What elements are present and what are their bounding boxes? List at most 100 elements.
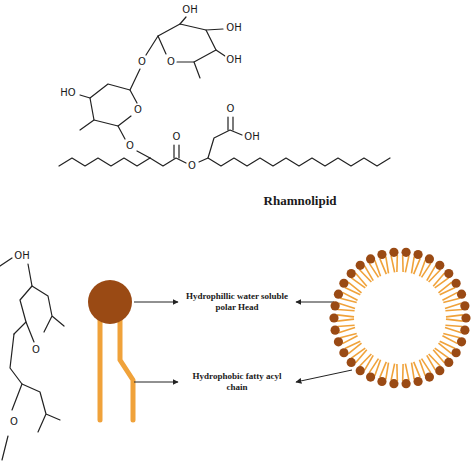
lipid-head <box>339 279 348 288</box>
lipid-tail <box>402 364 404 381</box>
lipid-tail <box>396 364 398 381</box>
lipid-tail <box>380 362 387 378</box>
lipid-head <box>339 348 348 357</box>
lipid-molecule <box>329 313 354 322</box>
atom-label: OH <box>225 55 242 65</box>
lipid-molecule <box>433 348 453 367</box>
lipid-tail <box>339 328 355 333</box>
lipid-tail <box>443 298 460 302</box>
lipid-tail <box>396 255 398 272</box>
lipid-head <box>377 250 386 259</box>
lipid-tail <box>411 363 414 380</box>
atom-label: O <box>172 132 182 142</box>
lipid-molecule <box>366 359 381 382</box>
lipid-tail <box>411 257 414 274</box>
lipid-molecule <box>401 248 410 273</box>
lipid-head <box>460 326 469 335</box>
lipid-molecule <box>331 301 355 310</box>
lipid-tail <box>340 334 357 338</box>
lipid-tail <box>338 325 355 326</box>
lipid-molecule <box>339 279 361 295</box>
lipid-tail <box>375 260 381 276</box>
part-label: Hydrophobic fatty acyl chain <box>181 370 293 394</box>
peptide-fragment <box>0 258 64 460</box>
lipid-head <box>331 326 340 335</box>
lipid-head <box>334 337 343 346</box>
atom-label: O <box>137 57 147 67</box>
lipid-molecule <box>356 354 374 375</box>
atom-label: O <box>166 57 176 67</box>
lipid-tail <box>440 288 455 295</box>
lipid-head <box>457 290 466 299</box>
atom-label: OH <box>225 23 242 33</box>
lipid-tail <box>446 319 463 321</box>
lipid-tail <box>345 288 360 295</box>
lipid-tail <box>405 364 409 381</box>
lipid-tail <box>348 343 361 354</box>
lipid-molecule <box>331 325 355 334</box>
lipid-head <box>461 313 470 322</box>
lipid-tail <box>445 328 461 333</box>
lipid-molecule <box>438 341 460 357</box>
lipid-molecule <box>419 359 434 382</box>
lipid-tail <box>386 363 389 380</box>
lipid-head <box>347 269 356 278</box>
rhamnolipid-structure <box>59 17 390 166</box>
lipid-molecule <box>445 325 469 334</box>
atom-label: OH <box>243 132 260 142</box>
lipid-molecule <box>366 254 381 277</box>
lipid-tail <box>337 315 354 317</box>
lipid-head <box>377 377 386 386</box>
lipid-head <box>452 279 461 288</box>
lipid-head <box>413 377 422 386</box>
atom-label: O <box>226 104 236 114</box>
lipid-head <box>435 366 444 375</box>
atom-label: O <box>9 417 19 427</box>
lipid-head <box>401 248 410 257</box>
lipid-tail <box>338 310 355 311</box>
lipid-tail <box>442 336 457 344</box>
lipid-head <box>413 250 422 259</box>
lipid-molecule <box>445 301 469 310</box>
lipid-tail <box>339 303 355 308</box>
lipid-molecule <box>427 261 445 282</box>
lipid-head <box>435 261 444 270</box>
lipid-tail <box>419 360 425 376</box>
lipid-head <box>331 301 340 310</box>
lipid-molecule <box>334 334 358 347</box>
lipid-head <box>334 290 343 299</box>
lipid-head <box>389 248 398 257</box>
atom-label: O <box>125 141 135 151</box>
atom-label: O <box>133 105 143 115</box>
atom-label: O <box>31 345 41 355</box>
compound-name: Rhamnolipid <box>262 193 339 208</box>
lipid-head <box>425 372 434 381</box>
atom-label: OH <box>13 251 30 261</box>
lipid-tail <box>380 258 387 274</box>
lipid-head <box>329 313 338 322</box>
lipid-molecule <box>389 248 398 273</box>
lipid-head <box>444 358 453 367</box>
lipid-head <box>356 366 365 375</box>
lipid-molecule <box>442 290 466 303</box>
lipid-molecule <box>411 362 422 386</box>
lipid-head <box>452 348 461 357</box>
lipid-molecule <box>389 364 398 389</box>
lipid-tail <box>440 341 455 348</box>
part-label: Hydrophillic water soluble polar Head <box>181 290 293 314</box>
lipid-tail <box>391 364 395 381</box>
lipid-molecule <box>433 269 453 288</box>
lipid-head <box>444 269 453 278</box>
lipid-molecule <box>446 313 471 322</box>
lipid-head <box>425 254 434 263</box>
lipid-tail <box>414 362 421 378</box>
lipid-tail <box>438 282 451 293</box>
lipid-molecule <box>377 250 388 274</box>
lipid-head <box>460 301 469 310</box>
lipid-tail <box>445 325 462 326</box>
lipid-tail <box>345 341 360 348</box>
lipid-tail <box>402 255 404 272</box>
lipid-tail <box>446 315 463 317</box>
